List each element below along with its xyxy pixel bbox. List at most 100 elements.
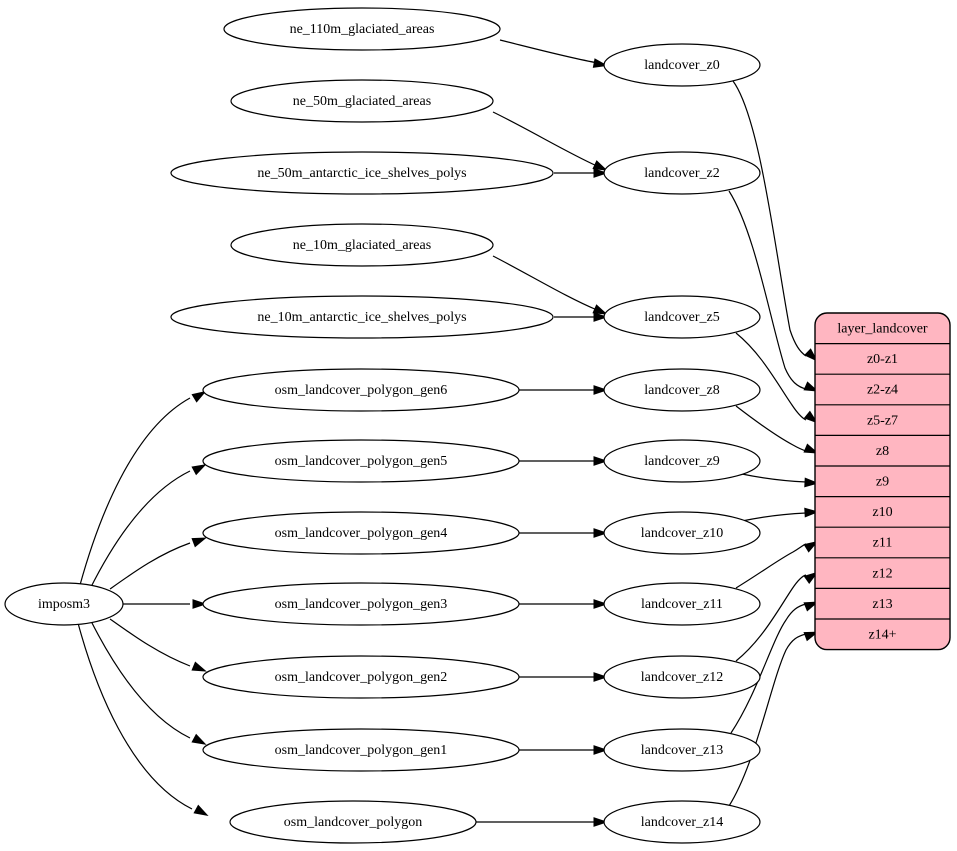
node-osm_landcover_polygon_gen4[interactable]: osm_landcover_polygon_gen4: [202, 511, 520, 555]
node-osm_landcover_polygon_gen5[interactable]: osm_landcover_polygon_gen5: [202, 439, 520, 483]
edge-path: [735, 574, 807, 662]
table-node-ellipse: [202, 582, 520, 626]
table-node-ellipse: [223, 7, 501, 51]
record-row-z5-z7[interactable]: z5-z7: [815, 405, 950, 436]
node-osm_landcover_polygon_gen1[interactable]: osm_landcover_polygon_gen1: [202, 728, 520, 772]
edge-osm_landcover_polygon_gen3-to-landcover_z11: [519, 599, 609, 609]
record-row-z0-z1[interactable]: z0-z1: [815, 344, 950, 375]
node-ne_10m_glaciated_areas[interactable]: ne_10m_glaciated_areas: [230, 223, 494, 267]
edge-path: [728, 190, 807, 390]
node-osm_landcover_polygon_gen3[interactable]: osm_landcover_polygon_gen3: [202, 582, 520, 626]
node-label: landcover_z14: [641, 815, 723, 830]
record-row-label: z11: [873, 536, 893, 551]
edge-path: [89, 470, 191, 590]
edge-landcover_z8-to-layer_landcover.z8: [735, 405, 819, 454]
node-ne_110m_glaciated_areas[interactable]: ne_110m_glaciated_areas: [223, 7, 501, 51]
node-ne_50m_antarctic_ice_shelves_polys[interactable]: ne_50m_antarctic_ice_shelves_polys: [170, 151, 554, 195]
record-row-label: z13: [872, 597, 892, 612]
node-landcover_z0[interactable]: landcover_z0: [603, 43, 761, 87]
edge-path: [77, 622, 193, 810]
edge-arrowhead: [193, 804, 209, 816]
node-label: ne_10m_glaciated_areas: [293, 238, 431, 253]
edge-osm_landcover_polygon-to-landcover_z14: [476, 817, 609, 827]
record-row-z13[interactable]: z13: [815, 588, 950, 619]
record-row-z10[interactable]: z10: [815, 497, 950, 528]
node-label: osm_landcover_polygon_gen6: [275, 383, 448, 398]
edge-arrowhead: [191, 390, 207, 403]
node-label: landcover_z13: [641, 743, 723, 758]
view-node-ellipse: [603, 368, 761, 412]
edge-landcover_z13-to-layer_landcover.z13: [730, 601, 819, 734]
record-row-label: z14+: [868, 628, 896, 643]
view-node-ellipse: [603, 582, 761, 626]
node-label: ne_50m_glaciated_areas: [293, 94, 431, 109]
edge-path: [492, 255, 598, 311]
edge-ne_50m_antarctic_ice_shelves_polys-to-landcover_z2: [554, 168, 609, 178]
node-landcover_z13[interactable]: landcover_z13: [603, 728, 761, 772]
edge-landcover_z10-to-layer_landcover.z10: [741, 507, 820, 522]
edge-ne_10m_glaciated_areas-to-landcover_z5: [492, 255, 608, 315]
edge-arrowhead: [191, 661, 207, 672]
node-ne_10m_antarctic_ice_shelves_polys[interactable]: ne_10m_antarctic_ice_shelves_polys: [170, 295, 554, 339]
node-label: landcover_z0: [644, 58, 719, 73]
node-landcover_z9[interactable]: landcover_z9: [603, 439, 761, 483]
edge-arrowhead: [593, 312, 609, 322]
nodes-layer: imposm3 ne_110m_glaciated_areas ne_50m_gla…: [4, 7, 761, 844]
edges-layer: [77, 39, 820, 827]
edge-path: [732, 80, 807, 357]
record-row-label: z8: [876, 444, 889, 459]
record-row-label: z0-z1: [867, 352, 898, 367]
table-node-ellipse: [229, 800, 477, 844]
record-header-label: layer_landcover: [837, 322, 928, 337]
node-osm_landcover_polygon_gen6[interactable]: osm_landcover_polygon_gen6: [202, 368, 520, 412]
record-row-z8[interactable]: z8: [815, 435, 950, 466]
edge-imposm3-to-osm_landcover_polygon_gen2: [109, 618, 207, 672]
edge-arrowhead: [803, 631, 819, 642]
edge-landcover_z0-to-layer_landcover.z0-z1: [732, 80, 818, 362]
edge-arrowhead: [592, 160, 608, 171]
edge-landcover_z11-to-layer_landcover.z11: [735, 540, 819, 589]
node-landcover_z11[interactable]: landcover_z11: [603, 582, 761, 626]
edge-path: [741, 512, 807, 522]
node-osm_landcover_polygon_gen2[interactable]: osm_landcover_polygon_gen2: [202, 655, 520, 699]
edge-ne_10m_antarctic_ice_shelves_polys-to-landcover_z5: [554, 312, 609, 322]
record-row-z14+[interactable]: z14+: [815, 619, 950, 650]
edge-arrowhead: [804, 507, 820, 518]
record-row-z11[interactable]: z11: [815, 527, 950, 558]
node-imposm3[interactable]: imposm3: [4, 582, 124, 626]
node-label: osm_landcover_polygon_gen4: [275, 526, 448, 541]
edge-arrowhead: [803, 540, 819, 553]
edge-arrowhead: [592, 58, 608, 68]
node-landcover_z10[interactable]: landcover_z10: [603, 511, 761, 555]
node-landcover_z8[interactable]: landcover_z8: [603, 368, 761, 412]
edge-arrowhead: [191, 464, 207, 476]
node-label: ne_110m_glaciated_areas: [290, 22, 435, 37]
edge-osm_landcover_polygon_gen2-to-landcover_z12: [519, 672, 609, 682]
edge-path: [89, 618, 191, 739]
node-label: osm_landcover_polygon_gen1: [275, 743, 448, 758]
node-landcover_z2[interactable]: landcover_z2: [603, 151, 761, 195]
edge-arrowhead: [803, 410, 819, 424]
edge-arrowhead: [804, 348, 818, 362]
table-node-ellipse: [202, 368, 520, 412]
node-landcover_z5[interactable]: landcover_z5: [603, 295, 761, 339]
node-landcover_z14[interactable]: landcover_z14: [603, 800, 761, 844]
edge-arrowhead: [593, 385, 609, 395]
node-ne_50m_glaciated_areas[interactable]: ne_50m_glaciated_areas: [230, 79, 494, 123]
view-node-ellipse: [603, 800, 761, 844]
record-row-z2-z4[interactable]: z2-z4: [815, 374, 950, 405]
node-label: ne_10m_antarctic_ice_shelves_polys: [257, 310, 466, 325]
record-row-z12[interactable]: z12: [815, 558, 950, 589]
record-row-z9[interactable]: z9: [815, 466, 950, 497]
edge-osm_landcover_polygon_gen6-to-landcover_z8: [519, 385, 609, 395]
node-landcover_z12[interactable]: landcover_z12: [603, 655, 761, 699]
node-osm_landcover_polygon[interactable]: osm_landcover_polygon: [229, 800, 477, 844]
table-node-ellipse: [202, 511, 520, 555]
edge-path: [730, 603, 807, 734]
record-row-label: z12: [872, 566, 892, 581]
edge-arrowhead: [803, 381, 819, 392]
source-node-ellipse: [4, 582, 124, 626]
